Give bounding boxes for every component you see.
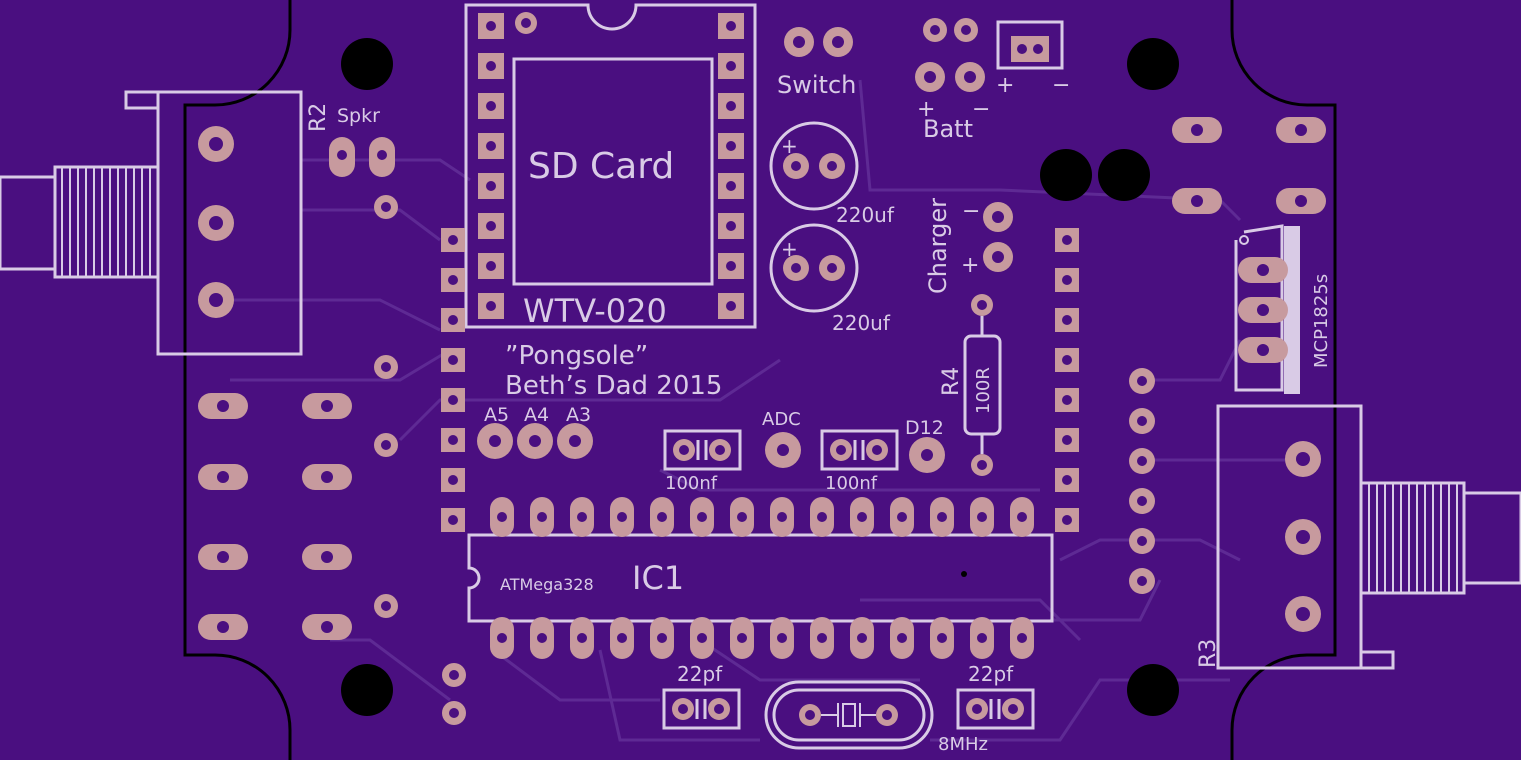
label-a3: A3 <box>566 404 591 426</box>
vias-left <box>374 195 466 725</box>
battery-connector: + − + − Batt <box>915 18 1070 143</box>
speaker-connector: Spkr <box>329 105 395 177</box>
pads-top-right <box>1172 117 1326 214</box>
label-charger-plus: + <box>961 253 979 278</box>
vias-right <box>1129 368 1155 594</box>
capacitor-100nf-right: 100nf <box>820 429 899 494</box>
label-atmega: ATMega328 <box>500 575 594 594</box>
label-spkr: Spkr <box>337 105 380 127</box>
capacitor-220uf-top: + 220uf <box>769 121 895 227</box>
label-pongsole: ”Pongsole” <box>505 341 648 371</box>
resistor-r4: 100R R4 <box>939 294 1002 476</box>
label-wtv: WTV-020 <box>523 292 667 330</box>
wtv-pads-right <box>718 13 744 319</box>
label-r4: R4 <box>939 367 964 396</box>
label-d12: D12 <box>905 417 944 439</box>
label-r4-value: 100R <box>973 367 994 414</box>
regulator-mcp1825s: MCP1825s <box>1234 224 1332 394</box>
label-crystal: 8MHz <box>938 734 988 755</box>
cap-top-plus: + <box>781 134 798 158</box>
label-cap-22a: 22pf <box>677 662 723 686</box>
charger-connector: Charger − + <box>924 198 1013 294</box>
wtv-pads-left <box>478 13 504 319</box>
ic-pins-top <box>490 497 1034 537</box>
capacitor-22pf-left: 22pf <box>662 662 741 730</box>
potentiometer-r3: R3 <box>1196 404 1521 670</box>
label-cap-100a: 100nf <box>665 473 718 494</box>
header-left <box>441 228 465 532</box>
label-author: Beth’s Dad 2015 <box>505 371 722 401</box>
capacitor-22pf-right: 22pf <box>956 662 1035 730</box>
board-title: ”Pongsole” Beth’s Dad 2015 <box>505 341 722 401</box>
cap-bottom-plus: + <box>781 237 798 261</box>
wtv020-module: SD Card WTV-020 <box>464 3 757 330</box>
label-batt-minus: − <box>972 97 990 122</box>
label-batt: Batt <box>923 115 973 143</box>
d12-pad: D12 <box>905 417 945 473</box>
crystal-8mhz: 8MHz <box>764 680 988 755</box>
label-switch: Switch <box>777 71 856 99</box>
ic-pins-bottom <box>490 617 1034 659</box>
label-conn-plus: + <box>996 73 1014 98</box>
label-cap-220a: 220uf <box>836 203 895 227</box>
label-conn-minus: − <box>1052 73 1070 98</box>
label-r3: R3 <box>1196 639 1221 668</box>
capacitor-220uf-bottom: + 220uf <box>769 223 891 335</box>
label-charger: Charger <box>924 198 952 294</box>
label-ic1: IC1 <box>632 559 684 597</box>
label-cap-100b: 100nf <box>825 473 878 494</box>
label-a5: A5 <box>484 404 509 426</box>
analog-pins: A5 A4 A3 <box>477 404 593 459</box>
label-adc: ADC <box>762 409 801 430</box>
ic1-atmega328: ATMega328 IC1 <box>467 497 1054 659</box>
label-charger-minus: − <box>962 199 980 224</box>
label-r2: R2 <box>306 103 331 132</box>
label-batt-plus: + <box>917 97 935 122</box>
capacitor-100nf-left: 100nf <box>663 429 742 494</box>
switch: Switch <box>777 27 856 99</box>
mounting-holes <box>341 38 1179 716</box>
adc-pad: ADC <box>762 409 801 468</box>
header-right <box>1055 228 1079 532</box>
label-mcp: MCP1825s <box>1311 274 1332 368</box>
potentiometer-r2: R2 <box>0 90 331 356</box>
label-a4: A4 <box>524 404 549 426</box>
label-cap-220b: 220uf <box>832 311 891 335</box>
label-cap-22b: 22pf <box>968 662 1014 686</box>
button-pads-left <box>198 393 352 640</box>
label-sd-card: SD Card <box>528 146 674 187</box>
board-outline <box>183 0 1337 760</box>
